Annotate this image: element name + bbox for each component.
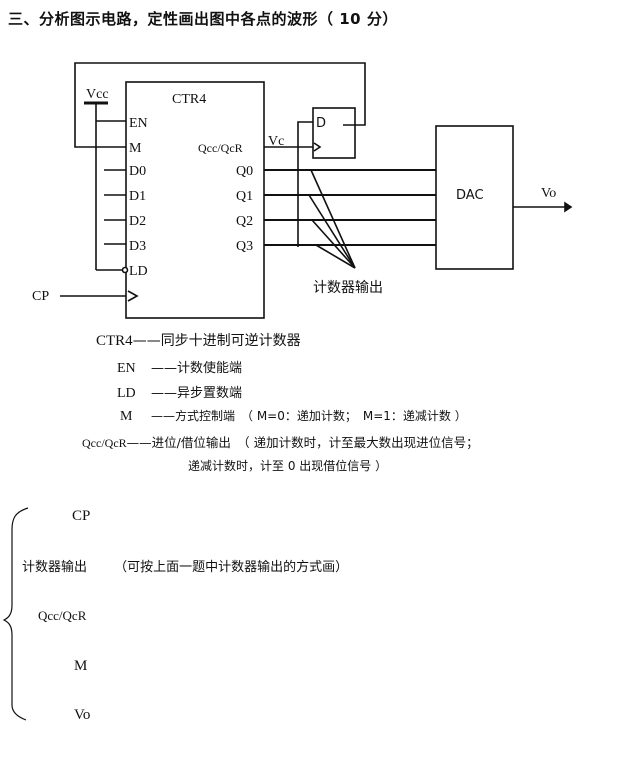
legend-key: Qcc/QcR (82, 436, 127, 450)
d-flipflop-box (312, 107, 356, 159)
legend-desc: ——异步置数端 (151, 386, 243, 401)
legend-key: M (120, 409, 133, 424)
dac-label: DAC (456, 188, 484, 203)
legend-key: CTR4 (96, 333, 133, 349)
vo-label: Vo (541, 186, 556, 201)
wave-label-vo: Vo (74, 707, 91, 723)
legend-row: CTR4——同步十进制可逆计数器 (96, 330, 301, 350)
pin-d2: D2 (129, 214, 146, 229)
legend-desc: 递减计数时，计至 0 出现借位信号 ） (188, 459, 388, 473)
legend-desc: ——计数使能端 (151, 361, 243, 376)
cp-label: CP (32, 289, 49, 304)
counter-output-annotation: 计数器输出 (313, 280, 383, 296)
counter-name: CTR4 (172, 92, 206, 107)
legend-desc: ——方式控制端 （ M=0：递加计数； M=1：递减计数 ） (151, 409, 467, 423)
legend-desc: ——同步十进制可逆计数器 (132, 333, 301, 349)
pin-q2: Q2 (236, 214, 253, 229)
vc-label: Vc (268, 134, 284, 149)
legend-row: LD ——异步置数端 (117, 382, 242, 402)
pin-m: M (129, 141, 142, 156)
feedback-wire (74, 62, 366, 148)
wave-label-qcc: Qcc/QcR (38, 608, 87, 623)
legend-desc: ——进位/借位输出 （ 递加计数时，计至最大数出现进位信号； (126, 435, 479, 450)
pin-qcc: Qcc/QcR (198, 141, 243, 155)
pin-d3: D3 (129, 239, 146, 254)
wave-counter-note: （可按上面一题中计数器输出的方式画） (114, 560, 349, 575)
wave-label-cp: CP (72, 508, 91, 524)
dff-label: D (316, 116, 326, 131)
pin-d0: D0 (129, 164, 146, 179)
wave-label-counter: 计数器输出 （可按上面一题中计数器输出的方式画） (22, 556, 348, 575)
legend-row: M ——方式控制端 （ M=0：递加计数； M=1：递减计数 ） (120, 407, 467, 425)
legend-key: LD (117, 386, 136, 401)
wave-label-counter-text: 计数器输出 (22, 560, 88, 575)
wave-label-m: M (74, 658, 88, 674)
question-title: 三、分析图示电路，定性画出图中各点的波形（ 10 分） (8, 10, 398, 28)
vcc-label: Vcc (86, 87, 109, 102)
pin-ld: LD (129, 264, 148, 279)
counter-box (125, 81, 265, 319)
pin-q3: Q3 (236, 239, 253, 254)
pin-en: EN (129, 116, 148, 131)
legend-row: Qcc/QcR——进位/借位输出 （ 递加计数时，计至最大数出现进位信号； (82, 432, 479, 451)
pin-q0: Q0 (236, 164, 253, 179)
pin-q1: Q1 (236, 189, 253, 204)
pin-d1: D1 (129, 189, 146, 204)
legend-key: EN (117, 361, 136, 376)
dac-box (435, 125, 514, 270)
legend-row: 递减计数时，计至 0 出现借位信号 ） (188, 457, 387, 474)
legend-row: EN ——计数使能端 (117, 357, 242, 377)
